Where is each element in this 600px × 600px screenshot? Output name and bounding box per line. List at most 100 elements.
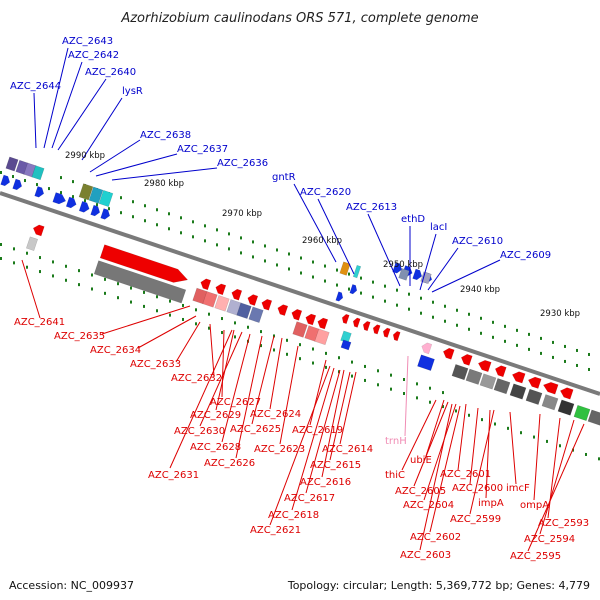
gene-label: AZC_2618 (268, 510, 319, 521)
ruler-tick (442, 405, 444, 409)
ruler-tick (324, 264, 326, 268)
ruler-tick (468, 312, 470, 316)
ruler-tick (540, 351, 542, 355)
reverse-gene-arrow-shape (442, 347, 455, 360)
gene-label: AZC_2595 (510, 551, 561, 562)
ruler-tick (273, 348, 275, 352)
ruler-tick (180, 216, 182, 220)
leader-line (533, 413, 541, 501)
ruler-tick (312, 260, 314, 264)
gene-label: AZC_2602 (410, 532, 461, 543)
gene-label: thiC (385, 470, 405, 481)
feature-box-shape (465, 368, 483, 385)
ruler-tick (364, 378, 366, 382)
ruler-tick (117, 282, 119, 286)
gene-label: AZC_2631 (148, 470, 199, 481)
ruler-tick (48, 187, 50, 191)
leader-line (423, 403, 457, 501)
ruler-tick (429, 386, 431, 390)
gene-label: AZC_2629 (190, 410, 241, 421)
ruler-tick (336, 283, 338, 287)
ruler-tick (325, 365, 327, 369)
feature-box-shape (398, 268, 410, 281)
feature-box-shape (292, 321, 308, 338)
reverse-gene-arrow (317, 317, 329, 330)
ruler-tick (408, 292, 410, 296)
reverse-gene-arrow (527, 376, 542, 389)
feature-box (420, 271, 432, 285)
ruler-tick (286, 352, 288, 356)
ruler-tick (299, 343, 301, 347)
gene-label: lysR (122, 86, 143, 97)
feature-box (25, 236, 39, 251)
ruler-tick (299, 357, 301, 361)
ruler-tick (336, 268, 338, 272)
ruler-tick (156, 223, 158, 227)
ruler-tick (120, 211, 122, 215)
rna-gene-arrow (421, 342, 433, 355)
gene-label: ompA (520, 500, 549, 511)
leader-line (431, 259, 501, 293)
ruler-tick (208, 312, 210, 316)
ruler-tick (507, 426, 509, 430)
ruler-tick (390, 373, 392, 377)
ruler-tick (312, 361, 314, 365)
ruler-tick (96, 203, 98, 207)
leader-line (329, 371, 351, 461)
genome-backbone (0, 191, 600, 396)
reverse-gene-arrow-shape (477, 359, 492, 373)
gene-label: AZC_2599 (450, 514, 501, 525)
ruler-tick (156, 309, 158, 313)
feature-box (479, 373, 497, 390)
feature-box-shape (314, 328, 330, 346)
feature-box-shape (5, 156, 19, 172)
ruler-tick (468, 327, 470, 331)
feature-box-shape (420, 271, 432, 285)
leader-line (279, 345, 299, 445)
reverse-gene-arrow-shape (494, 365, 507, 378)
feature-box-shape (88, 186, 104, 204)
feature-box-shape (31, 165, 45, 181)
map-title: Azorhizobium caulinodans ORS 571, comple… (120, 11, 478, 26)
reverse-gene-arrow-shape (99, 244, 189, 283)
ruler-label: 2970 kbp (222, 209, 262, 219)
ruler-tick (60, 191, 62, 195)
leader-line (469, 409, 495, 515)
reverse-gene-arrow-shape (352, 317, 361, 328)
ruler-tick (455, 409, 457, 413)
ruler-tick (120, 196, 122, 200)
ruler-tick (494, 422, 496, 426)
label-leader-lines (21, 47, 585, 552)
gene-labels[interactable]: AZC_2643AZC_2642AZC_2644AZC_2640lysRAZC_… (10, 36, 589, 562)
ruler-tick (143, 304, 145, 308)
ruler-tick (65, 264, 67, 268)
ruler-tick (377, 383, 379, 387)
gene-label: AZC_2640 (85, 67, 136, 78)
leader-line (43, 47, 69, 149)
ruler-tick (273, 334, 275, 338)
leader-line (427, 247, 459, 291)
ruler-ticks (0, 171, 600, 461)
ruler-tick (403, 378, 405, 382)
ruler-tick (117, 296, 119, 300)
reverse-gene-arrow-shape (392, 331, 401, 342)
leader-line (81, 97, 123, 161)
leader-line (291, 367, 335, 511)
gene-label: AZC_2637 (177, 144, 228, 155)
forward-gene-arrow-shape (335, 291, 344, 302)
leader-line (21, 259, 41, 319)
reverse-gene-arrow (494, 365, 507, 378)
ruler-tick (351, 374, 353, 378)
feature-box (573, 404, 591, 422)
ruler-tick (13, 261, 15, 265)
gene-label: AZC_2615 (310, 460, 361, 471)
ruler-tick (252, 255, 254, 259)
ruler-tick (39, 270, 41, 274)
leader-line (527, 423, 585, 552)
ruler-tick (403, 392, 405, 396)
gene-label: AZC_2643 (62, 36, 113, 47)
ruler-tick (312, 275, 314, 279)
reverse-gene-arrow-shape (382, 327, 391, 338)
gene-label: AZC_2613 (346, 202, 397, 213)
feature-box (541, 394, 559, 411)
